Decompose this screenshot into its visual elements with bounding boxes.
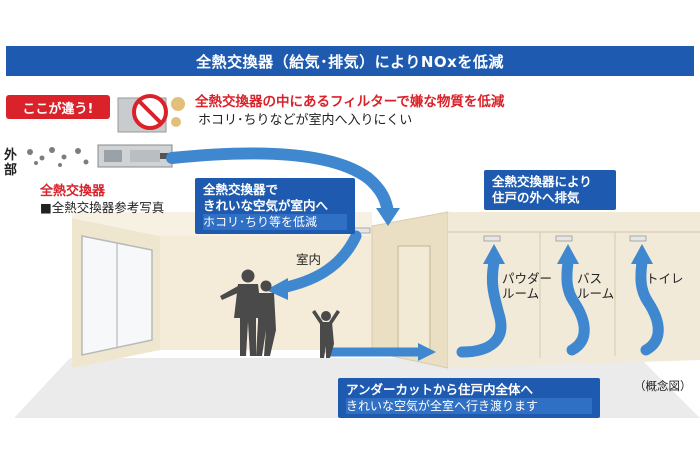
outside-label: 外部 (4, 148, 18, 178)
exhaust-arrow-powder (456, 256, 507, 358)
callout-undercut-line1: アンダーカットから住戸内全体へ (346, 382, 534, 397)
exhaust-head-bath (557, 244, 579, 264)
callout-room-line1: 全熱交換器で (203, 182, 279, 197)
callout-exhaust: 全熱交換器により 住戸の外へ排気 (484, 170, 616, 210)
headline-red: 全熱交換器の中にあるフィルターで嫌な物質を低減 (195, 94, 505, 110)
bath-room-label: バス ルーム (577, 271, 615, 301)
vent-bath (555, 235, 573, 242)
room-label: 室内 (296, 252, 322, 267)
powder-room-label: パウダー ルーム (502, 271, 553, 301)
exhaust-head-toilet (631, 244, 653, 264)
supply-arrow-head (376, 208, 400, 226)
callout-room-air: 全熱交換器で きれいな空気が室内へ ホコリ･ちり等を低減 (195, 178, 355, 234)
callout-undercut: アンダーカットから住戸内全体へ きれいな空気が全室へ行き渡ります (338, 378, 600, 418)
callout-room-line2: きれいな空気が室内へ (203, 198, 329, 213)
undercut-arrow-head (418, 343, 436, 361)
door (397, 245, 431, 351)
concept-note: （概念図） (634, 379, 692, 393)
callout-room-sub: ホコリ･ちり等を低減 (203, 214, 347, 230)
supply-duct-arrow (166, 147, 394, 218)
exhaust-head-powder (483, 244, 505, 264)
no-entry-icon (117, 94, 185, 133)
highlight-tag: ここが違う! (6, 95, 110, 119)
vent-powder (483, 235, 501, 242)
vent-toilet (629, 235, 647, 242)
heat-exchanger-unit (97, 144, 173, 168)
headline-black: ホコリ･ちりなどが室内へ入りにくい (198, 113, 413, 128)
toilet-label: トイレ (646, 271, 684, 286)
callout-undercut-sub: きれいな空気が全室へ行き渡ります (346, 398, 592, 414)
exhaust-arrow-toilet (635, 256, 664, 356)
dust-icon (27, 147, 89, 167)
page-title: 全熱交換器（給気･排気）によりNOxを低減 (6, 46, 694, 76)
callout-exhaust-line1: 全熱交換器により (492, 174, 592, 189)
people-silhouette-icon (220, 269, 340, 358)
room-arrow-head (266, 278, 288, 300)
photo-caption: ■全熱交換器参考写真 (40, 200, 165, 215)
callout-exhaust-line2: 住戸の外へ排気 (492, 190, 580, 205)
exhaust-arrow-bath (561, 256, 590, 356)
room-air-arrow (276, 230, 362, 294)
heat-exchanger-label: 全熱交換器 (40, 184, 106, 199)
